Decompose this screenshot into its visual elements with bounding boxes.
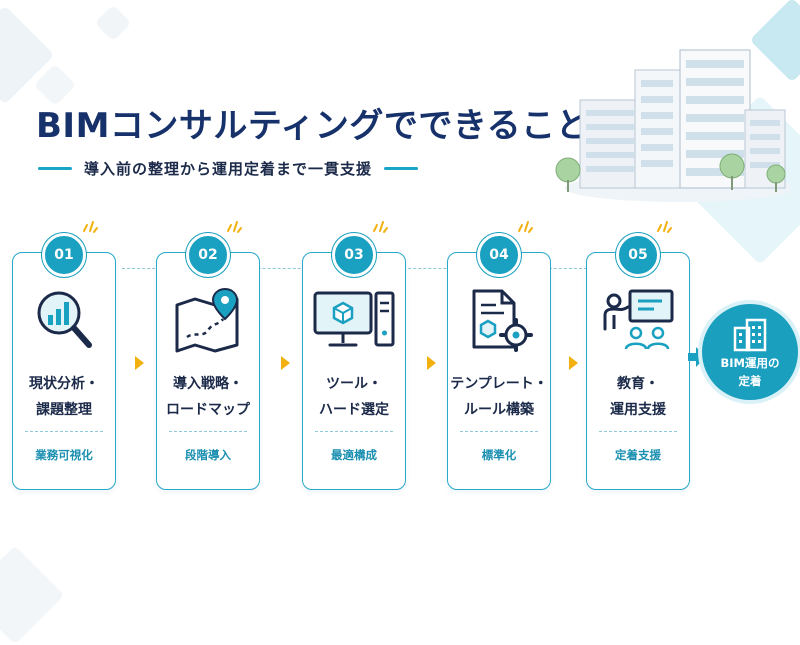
card-divider <box>599 431 677 432</box>
office-building-illustration <box>555 49 790 202</box>
step-title: テンプレート・ ルール構築 <box>450 376 548 418</box>
map-pin-icon <box>175 287 239 353</box>
goal-label: BIM運用の 定着 <box>720 356 780 388</box>
step-arrow <box>569 356 578 370</box>
card-divider <box>315 431 393 432</box>
bg-diamond <box>94 4 132 42</box>
step-title: 現状分析・ 課題整理 <box>29 376 99 418</box>
goal-circle: BIM運用の 定着 <box>702 304 798 400</box>
step-number-badge: 04 <box>477 233 521 277</box>
subtitle-rule-right <box>384 167 419 170</box>
step-tag: 定着支援 <box>615 448 661 462</box>
step-arrow <box>281 356 290 370</box>
step-card-1: 01 現状分析・ 課題整理 業務可視化 <box>12 221 116 490</box>
step-number-badge: 05 <box>616 233 660 277</box>
card-divider <box>169 431 247 432</box>
step-arrow <box>427 356 436 370</box>
step-tag: 最適構成 <box>331 448 377 462</box>
step-title: 導入戦略・ ロードマップ <box>166 376 250 418</box>
sparkle-icon <box>83 221 98 233</box>
sparkle-icon <box>227 221 242 233</box>
card-divider <box>460 431 538 432</box>
step-tag: 業務可視化 <box>35 448 93 462</box>
document-gear-icon <box>472 289 533 352</box>
step-tag: 標準化 <box>481 448 517 462</box>
training-icon <box>603 289 674 350</box>
step-number-badge: 01 <box>42 233 86 277</box>
sparkle-icon <box>373 221 388 233</box>
magnifier-chart-icon <box>37 291 92 348</box>
computer-icon <box>313 291 395 347</box>
step-number-badge: 03 <box>332 233 376 277</box>
bg-diamond <box>0 545 65 645</box>
step-tag: 段階導入 <box>185 448 231 462</box>
step-card-5: 05 教育・ 運用支援 定着支援 <box>586 221 690 490</box>
page-subtitle: 導入前の整理から運用定着まで一貫支援 <box>84 160 373 178</box>
goal-arrow <box>688 347 706 367</box>
building-icon <box>733 318 767 352</box>
subtitle-rule-left <box>38 167 72 170</box>
step-number-badge: 02 <box>186 233 230 277</box>
step-title: 教育・ 運用支援 <box>610 376 666 418</box>
step-card-4: 04 テンプレート・ ルール構築 標準化 <box>447 221 551 490</box>
card-divider <box>25 431 103 432</box>
step-arrow <box>135 356 144 370</box>
subtitle-row: 導入前の整理から運用定着まで一貫支援 <box>38 158 438 179</box>
step-title: ツール・ ハード選定 <box>319 376 389 418</box>
page-title: BIMコンサルティングでできること <box>36 106 591 146</box>
step-card-2: 02 導入戦略・ ロードマップ 段階導入 <box>156 221 260 490</box>
sparkle-icon <box>657 221 672 233</box>
sparkle-icon <box>518 221 533 233</box>
step-card-3: 03 ツール・ ハード選定 最適構成 <box>302 221 406 490</box>
